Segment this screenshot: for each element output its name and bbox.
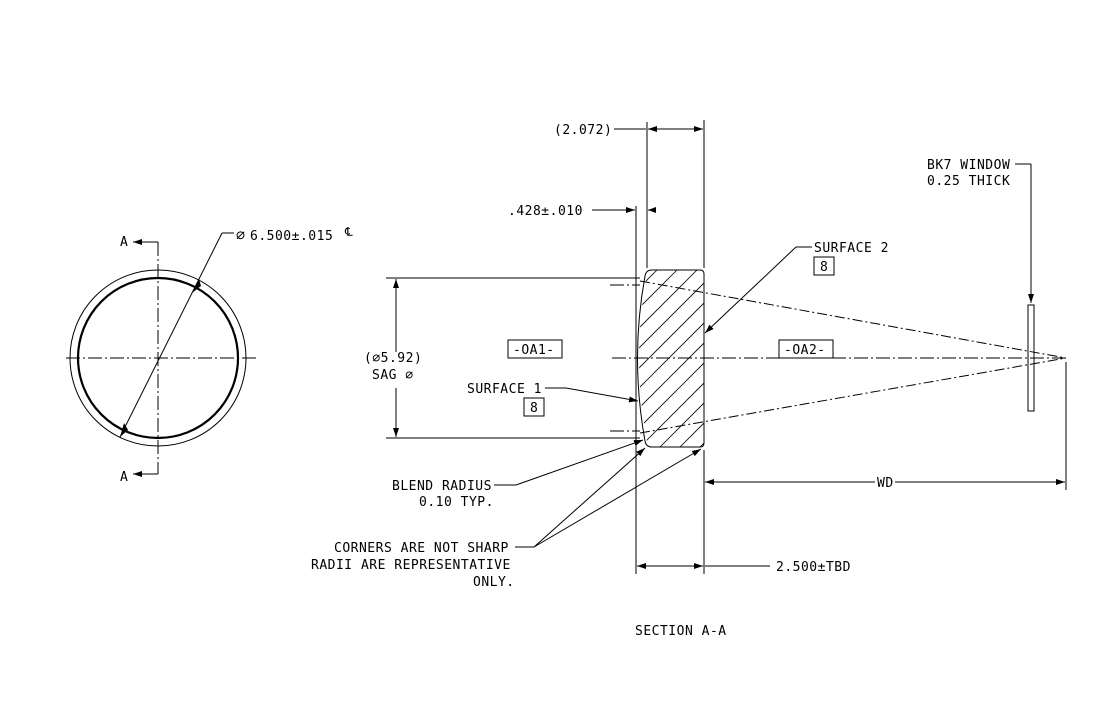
blend-radius-line1: BLEND RADIUS bbox=[392, 479, 492, 494]
datum-oa2-box bbox=[778, 339, 834, 359]
ray-lower bbox=[639, 357, 1067, 434]
datum-oa2: -OA2- bbox=[784, 343, 826, 358]
surface1-label: SURFACE 1 bbox=[467, 382, 542, 397]
surface2-label: SURFACE 2 bbox=[814, 241, 889, 256]
surface2-leader bbox=[704, 246, 797, 334]
centerline-symbol: ℄ bbox=[344, 225, 353, 239]
section-label-bottom: A bbox=[120, 470, 128, 485]
diameter-arrow-lower bbox=[120, 423, 128, 437]
corners-note-line2: RADII ARE REPRESENTATIVE bbox=[311, 558, 511, 573]
corners-note-line1: CORNERS ARE NOT SHARP bbox=[334, 541, 509, 556]
working-distance-label: WD bbox=[877, 476, 894, 491]
diameter-arrow-upper bbox=[192, 279, 201, 293]
surface1-leader bbox=[565, 387, 639, 403]
window-note-line2: 0.25 THICK bbox=[927, 174, 1010, 189]
section-view: (2.072) .428±.010 (∅5.92) SAG ∅ -OA1- -O… bbox=[311, 120, 1068, 639]
corners-leader-1 bbox=[533, 447, 646, 548]
blend-radius-line2: 0.10 TYP. bbox=[419, 495, 494, 510]
corners-note-line3: ONLY. bbox=[473, 575, 515, 590]
surface1-box bbox=[523, 397, 545, 417]
section-title: SECTION A-A bbox=[635, 624, 727, 639]
window-note-line1: BK7 WINDOW bbox=[927, 158, 1010, 173]
surface1-number: 8 bbox=[530, 401, 538, 416]
edge-thickness-dimension: 2.500±TBD bbox=[776, 560, 851, 575]
diameter-leader bbox=[119, 232, 223, 438]
datum-oa1: -OA1- bbox=[513, 343, 555, 358]
ray-upper bbox=[639, 280, 1067, 359]
overall-length-dimension: (2.072) bbox=[554, 123, 612, 138]
lens-section-outline bbox=[637, 269, 705, 448]
blend-radius-leader bbox=[515, 439, 644, 486]
surface2-number: 8 bbox=[820, 260, 828, 275]
bk7-window bbox=[1027, 304, 1035, 412]
diameter-dimension: 6.500±.015 bbox=[250, 229, 333, 244]
diameter-symbol: ∅ bbox=[236, 226, 246, 244]
surface2-box bbox=[813, 256, 835, 276]
front-view: A A ∅ 6.500±.015 ℄ bbox=[66, 225, 353, 485]
sag-diameter-line1: (∅5.92) bbox=[364, 351, 422, 366]
datum-oa1-box bbox=[507, 339, 563, 359]
center-thickness-dimension: .428±.010 bbox=[508, 204, 583, 219]
sag-diameter-line2: SAG ∅ bbox=[372, 368, 414, 383]
section-label-top: A bbox=[120, 235, 128, 250]
corners-leader-2 bbox=[533, 448, 702, 548]
